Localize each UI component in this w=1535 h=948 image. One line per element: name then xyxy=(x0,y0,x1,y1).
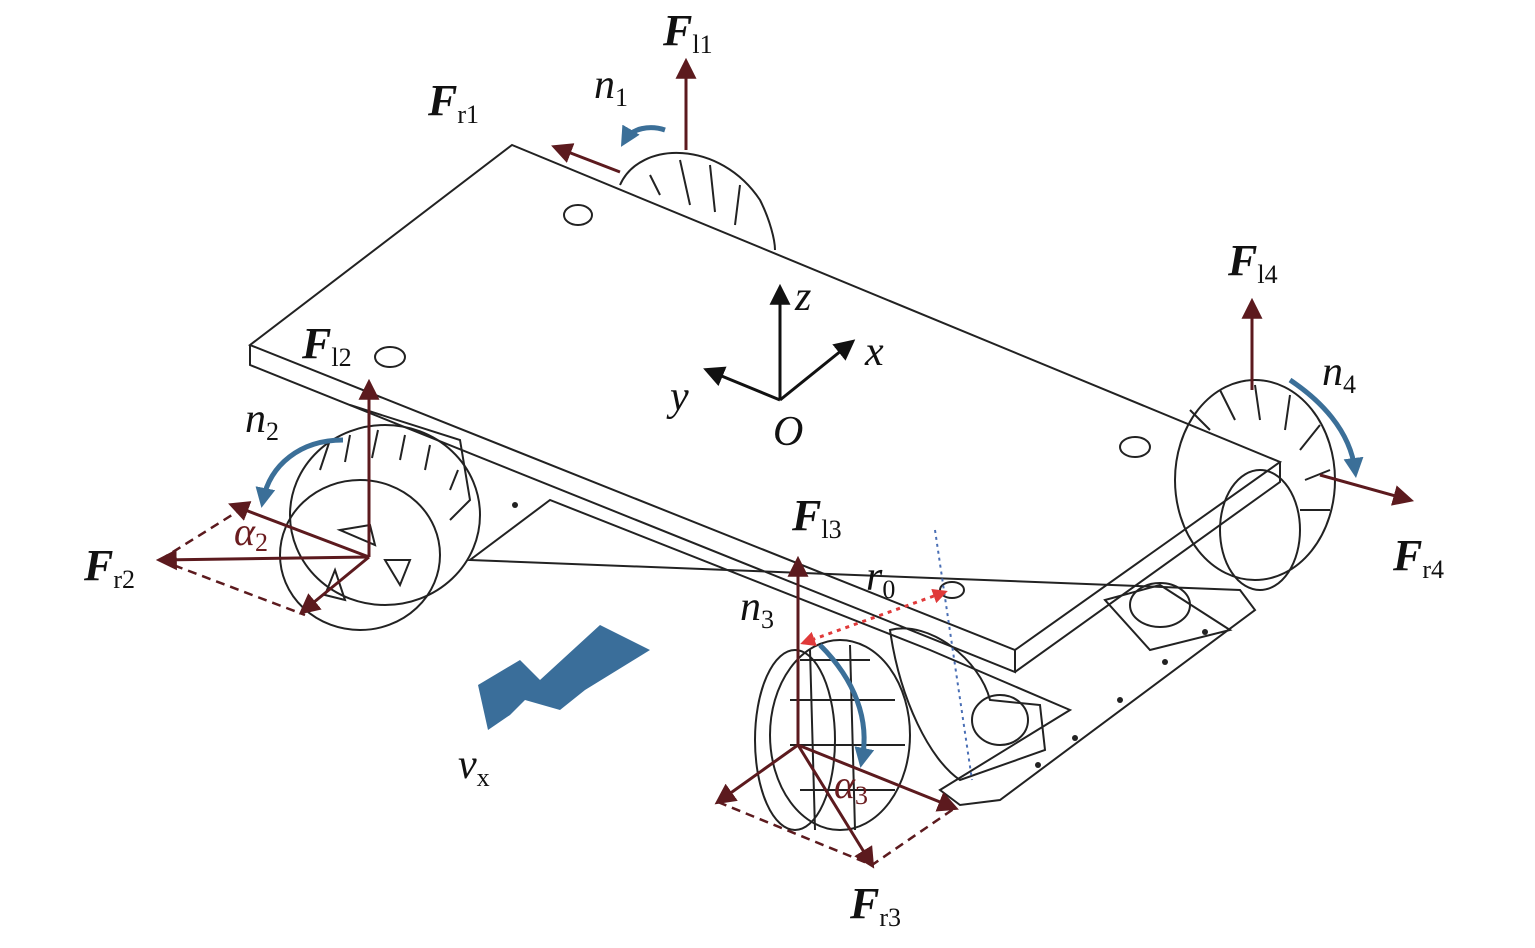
force-arrow-Fr2 xyxy=(155,549,370,571)
force-arrows xyxy=(155,57,1415,869)
label-Fr1: Fr1 xyxy=(427,76,479,129)
label-origin: O xyxy=(773,409,803,455)
label-Fl1: Fl1 xyxy=(662,6,713,59)
wheel-1 xyxy=(619,151,776,251)
label-axis-z: z xyxy=(794,274,811,320)
force-arrow-Fr3-component-b xyxy=(797,743,959,812)
label-n3: n3 xyxy=(740,584,774,634)
wheel-2 xyxy=(279,404,481,631)
label-alpha3: α3 xyxy=(834,762,868,810)
label-Fl2: Fl2 xyxy=(301,319,352,372)
force-arrow-Fr4 xyxy=(1319,473,1415,506)
rotation-arrows xyxy=(255,124,1364,768)
label-axis-x: x xyxy=(864,329,884,375)
label-Fr2: Fr2 xyxy=(83,541,135,594)
x-axis xyxy=(779,339,856,402)
coordinate-axes xyxy=(703,283,856,402)
force-arrow-Fr2-component-b xyxy=(298,555,370,615)
upper-chassis-plate xyxy=(247,143,1283,674)
rotation-arrow-n2 xyxy=(255,437,344,508)
force-arrow-Fr1 xyxy=(551,143,621,174)
label-n2: n2 xyxy=(245,396,279,446)
label-Fl4: Fl4 xyxy=(1227,236,1278,289)
wheel-4 xyxy=(1174,379,1336,591)
wheel-3-axis-line xyxy=(934,529,973,781)
label-vx: vx xyxy=(458,742,490,792)
label-Fr4: Fr4 xyxy=(1392,531,1444,584)
force-arrow-Fr3 xyxy=(796,744,875,869)
label-Fr3: Fr3 xyxy=(849,879,901,932)
force-arrow-Fr3-component-a xyxy=(714,743,799,805)
label-n4: n4 xyxy=(1322,349,1356,399)
wheel-3-mount xyxy=(888,582,1233,782)
label-Fl3: Fl3 xyxy=(791,491,842,544)
label-axis-y: y xyxy=(666,374,689,420)
label-r0: r0 xyxy=(866,554,895,604)
rotation-arrow-n1 xyxy=(620,124,666,147)
rotation-arrow-n4 xyxy=(1288,377,1364,478)
velocity-arrow xyxy=(478,625,650,730)
force-arrow-Fr2-component-a xyxy=(228,501,370,559)
rotation-arrow-n3 xyxy=(818,643,875,768)
label-n1: n1 xyxy=(594,62,628,112)
label-alpha2: α2 xyxy=(234,509,268,557)
r0-radius-arrow xyxy=(800,588,948,647)
y-axis xyxy=(703,366,781,402)
